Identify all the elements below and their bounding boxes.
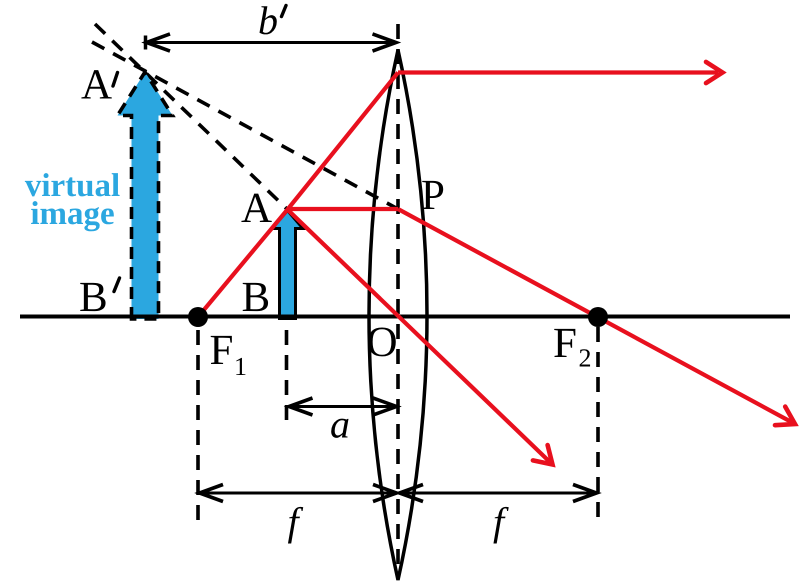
svg-text:A: A bbox=[241, 185, 272, 232]
svg-text:f: f bbox=[493, 499, 509, 544]
svg-text:1: 1 bbox=[234, 352, 247, 381]
svg-text:B: B bbox=[242, 274, 271, 321]
svg-text:O: O bbox=[367, 319, 398, 366]
svg-text:F: F bbox=[210, 327, 234, 374]
svg-text:P: P bbox=[421, 172, 445, 219]
svg-text:virtual: virtual bbox=[25, 168, 120, 204]
svg-text:F: F bbox=[553, 320, 577, 367]
svg-text:image: image bbox=[30, 196, 114, 232]
svg-text:B: B bbox=[79, 274, 108, 321]
svg-text:a: a bbox=[330, 402, 350, 447]
svg-text:A: A bbox=[81, 62, 112, 109]
svg-text:b: b bbox=[258, 0, 278, 43]
svg-text:2: 2 bbox=[579, 344, 592, 373]
svg-text:f: f bbox=[288, 499, 304, 544]
